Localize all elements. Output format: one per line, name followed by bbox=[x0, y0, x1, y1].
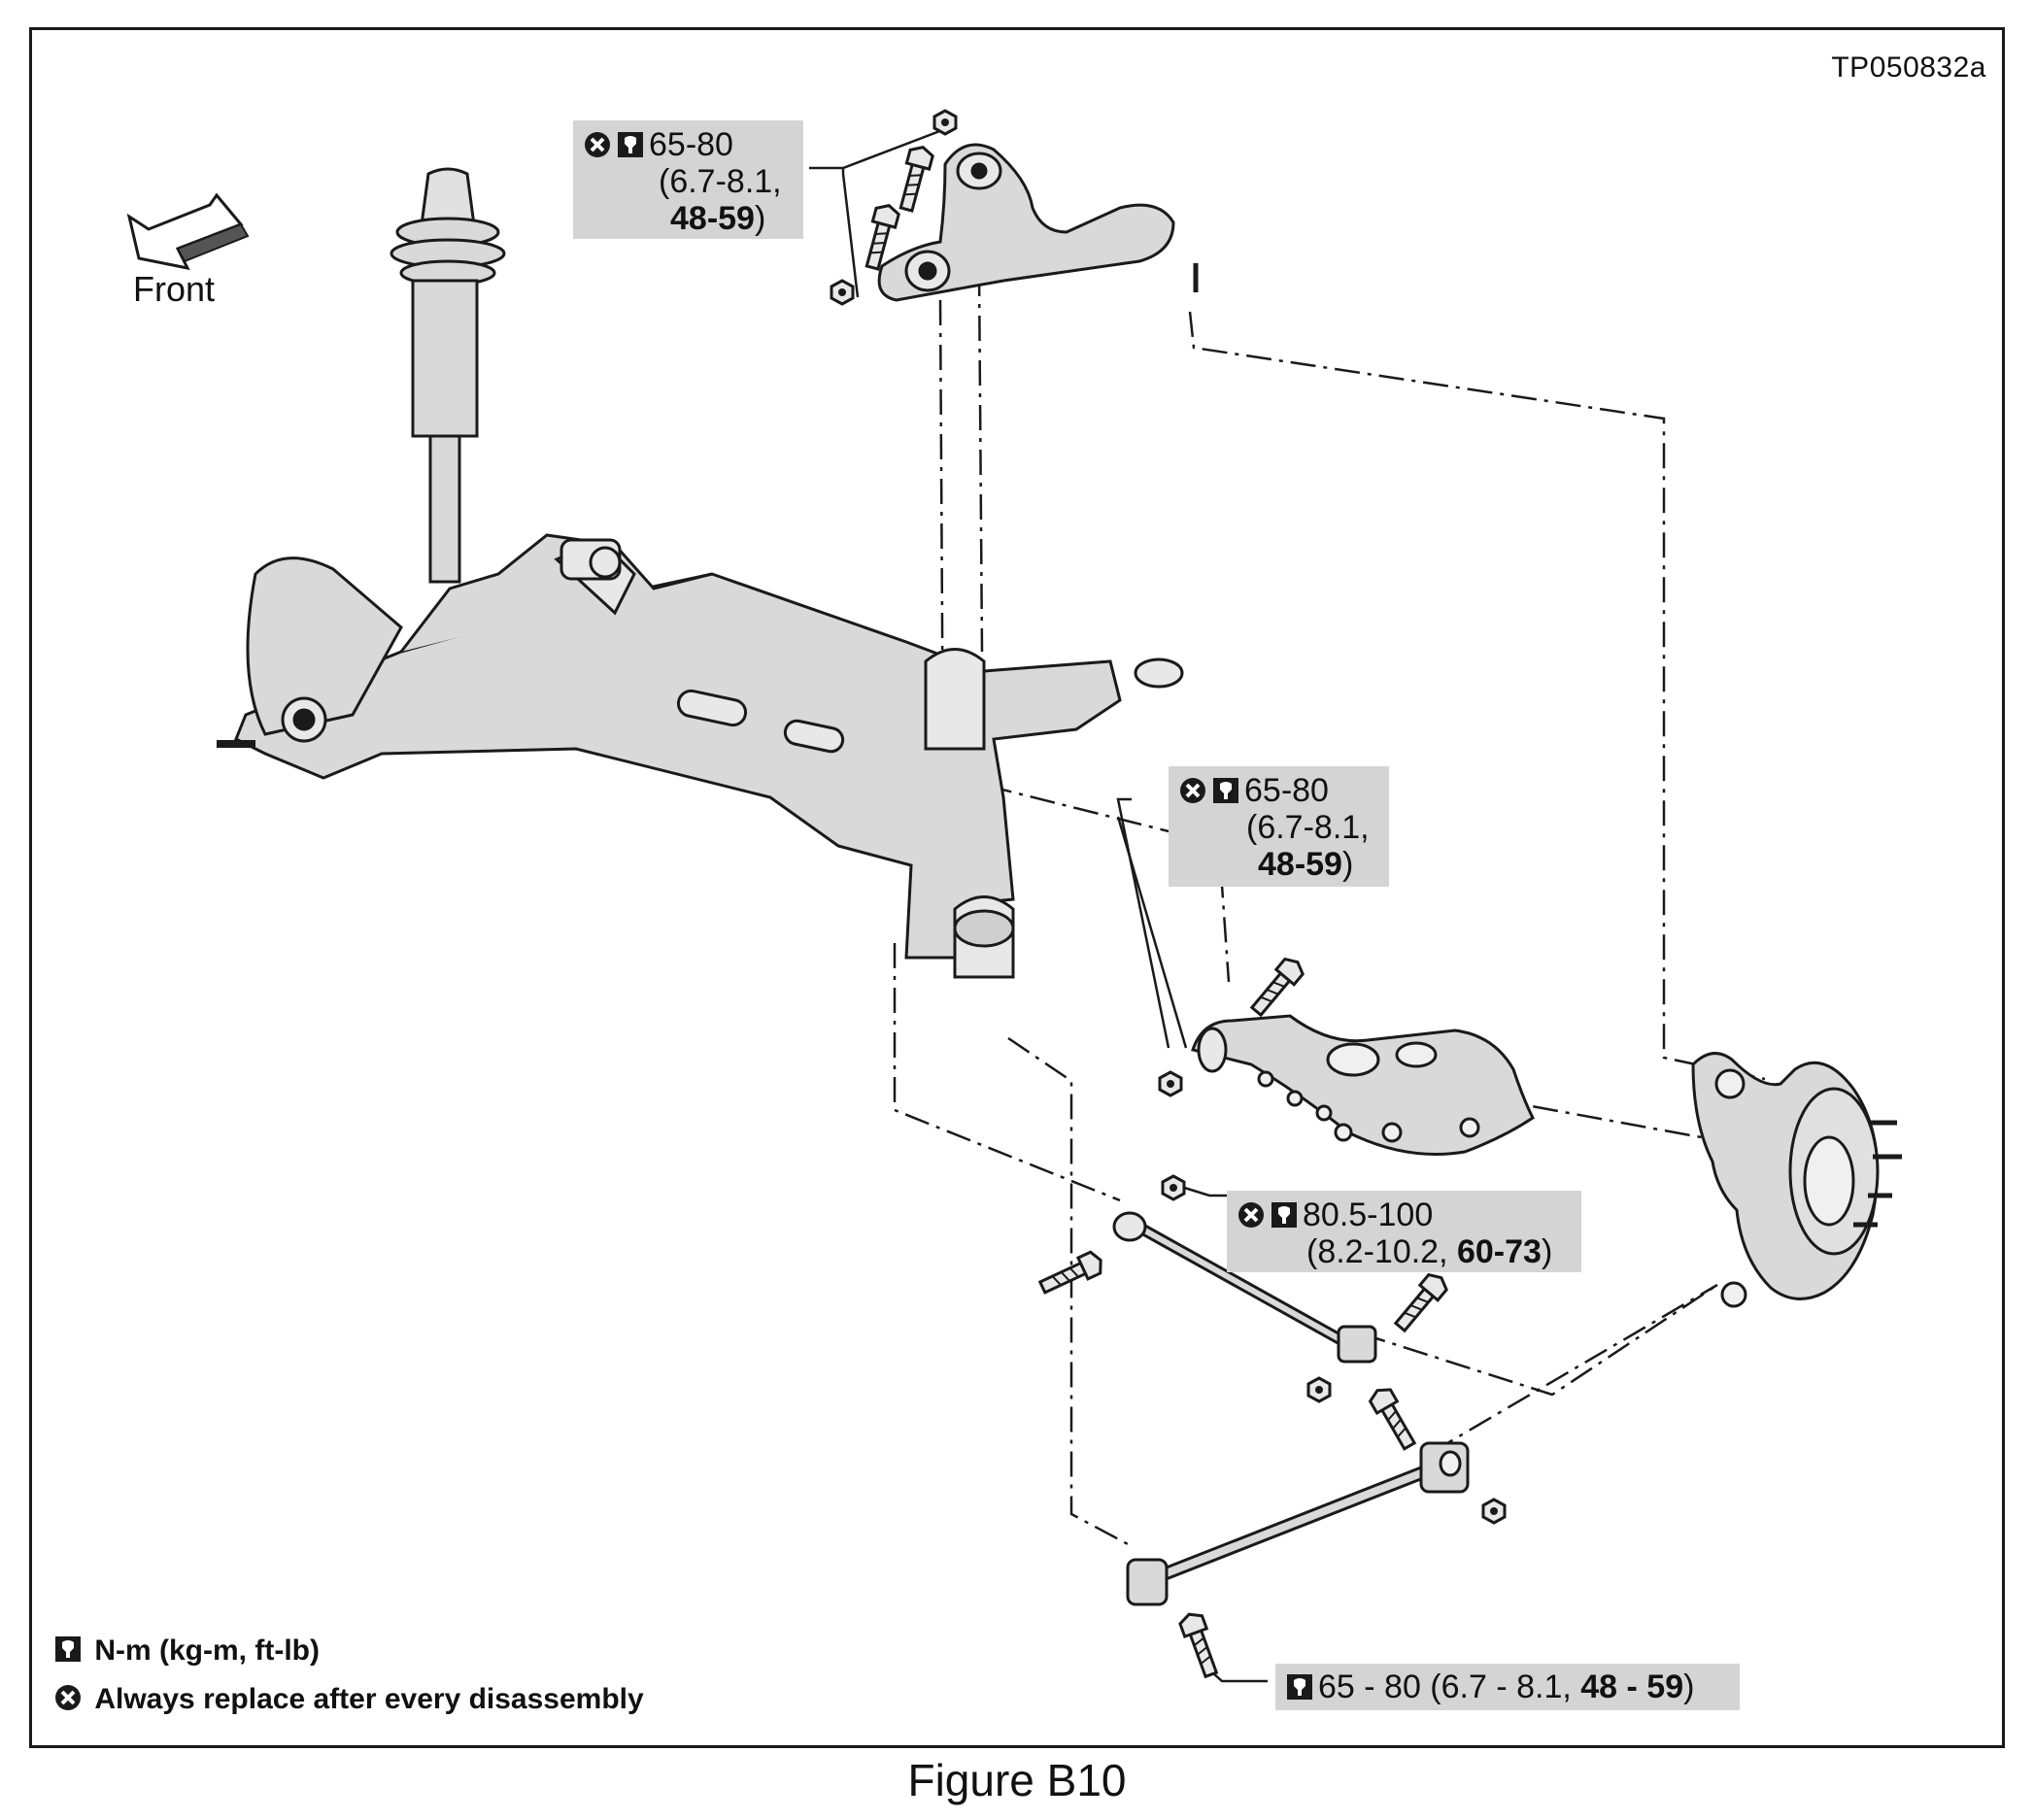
knuckle-hub bbox=[1691, 1052, 1902, 1308]
torque-kgm: (6.7-8.1, bbox=[659, 163, 782, 200]
torque-nm: 65-80 bbox=[649, 126, 733, 163]
replace-x-icon bbox=[55, 1685, 81, 1710]
paren-close: ) bbox=[754, 200, 766, 237]
legend-torque-text: N-m (kg-m, ft-lb) bbox=[94, 1635, 320, 1667]
torque-ftlb: 60-73 bbox=[1456, 1233, 1542, 1270]
figure-caption: Figure B10 bbox=[907, 1755, 1127, 1805]
replace-x-icon bbox=[585, 132, 610, 157]
torque-ftlb: 48-59 bbox=[1258, 846, 1342, 883]
torque-wrench-icon bbox=[618, 132, 643, 157]
torque-ftlb: 48 - 59 bbox=[1580, 1668, 1684, 1705]
torque-wrench-icon bbox=[55, 1636, 81, 1662]
alignment-lines bbox=[893, 270, 1766, 1547]
paren-close: ) bbox=[1541, 1233, 1553, 1270]
rear-subframe bbox=[217, 533, 1184, 979]
paren-close: ) bbox=[1683, 1668, 1695, 1705]
torque-kgm: (8.2-10.2, bbox=[1306, 1233, 1457, 1270]
torque-ftlb: 48-59 bbox=[670, 200, 755, 237]
torque-values: 65 - 80 (6.7 - 8.1, bbox=[1318, 1668, 1581, 1705]
radius-rod-torque-callout: 65 - 80 (6.7 - 8.1, 48 - 59) bbox=[1275, 1664, 1740, 1710]
diagram-frame: TP050832a Front 65-80 (6.7-8.1, 48-59) 6… bbox=[29, 27, 2005, 1748]
paren-close: ) bbox=[1341, 846, 1354, 883]
suspension-exploded-view bbox=[126, 109, 1902, 1683]
upper-control-arm bbox=[877, 143, 1199, 302]
replace-x-icon bbox=[1180, 778, 1205, 803]
leader-lines bbox=[809, 125, 1268, 1683]
replace-x-icon bbox=[1238, 1202, 1264, 1228]
lower-control-arm bbox=[1191, 1014, 1535, 1156]
legend-replace-note: Always replace after every disassembly bbox=[53, 1683, 644, 1716]
torque-wrench-icon bbox=[1271, 1202, 1297, 1228]
radius-rod bbox=[1126, 1441, 1470, 1606]
front-direction-label: Front bbox=[133, 269, 216, 309]
shock-absorber bbox=[390, 167, 506, 584]
torque-kgm: (6.7-8.1, bbox=[1246, 809, 1370, 846]
toe-link-torque-callout: 80.5-100 (8.2-10.2, 60-73) bbox=[1227, 1191, 1581, 1272]
torque-nm: 65-80 bbox=[1244, 772, 1329, 809]
toe-link bbox=[1112, 1211, 1377, 1364]
legend-replace-text: Always replace after every disassembly bbox=[94, 1683, 644, 1715]
legend-torque-units: N-m (kg-m, ft-lb) bbox=[53, 1635, 320, 1668]
lower-arm-torque-callout: 65-80 (6.7-8.1, 48-59) bbox=[1169, 766, 1389, 887]
torque-wrench-icon bbox=[1213, 778, 1238, 803]
torque-nm: 80.5-100 bbox=[1303, 1196, 1434, 1233]
upper-arm-torque-callout: 65-80 (6.7-8.1, 48-59) bbox=[573, 120, 803, 239]
figure-reference-code: TP050832a bbox=[1831, 51, 1986, 84]
front-arrow-icon bbox=[126, 192, 250, 271]
torque-wrench-icon bbox=[1287, 1674, 1312, 1700]
